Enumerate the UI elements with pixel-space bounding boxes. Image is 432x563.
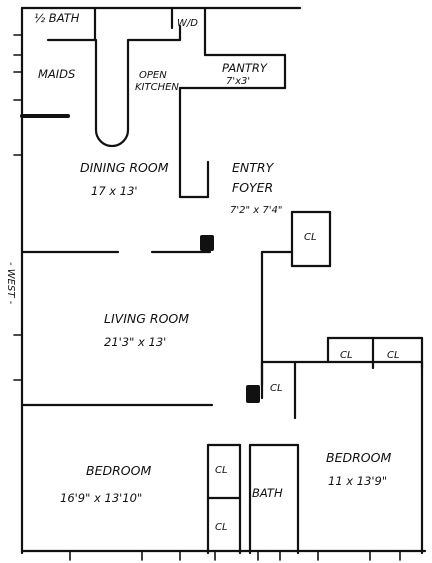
- kitchen-counter: [94, 24, 182, 148]
- entry-size: 7'2" x 7'4": [230, 205, 282, 216]
- half-bath-walls: [46, 6, 97, 42]
- pantry-walls: [178, 53, 287, 90]
- bedroom-right-size: 11 x 13'9": [328, 474, 387, 488]
- dark-marks: [200, 235, 260, 403]
- west-tick-marks: [13, 34, 23, 381]
- pantry-size: 7'x3': [226, 76, 250, 87]
- bedroom-right-label: BEDROOM: [326, 450, 391, 465]
- bedroom-closet-2-label: CL: [215, 522, 228, 533]
- entry-closet-label: CL: [304, 232, 317, 243]
- room-labels: ½ BATH W/D MAIDS OPEN KITCHEN PANTRY 7'x…: [34, 11, 400, 533]
- bedroom-left-size: 16'9" x 13'10": [60, 491, 142, 505]
- living-room-size: 21'3" x 13': [104, 335, 166, 349]
- entry-label-1: ENTRY: [232, 160, 275, 175]
- pantry-label: PANTRY: [222, 61, 268, 75]
- right-closet-2-label: CL: [387, 350, 400, 361]
- entry-label-2: FOYER: [232, 180, 273, 195]
- entry-closet-walls: [290, 210, 332, 268]
- open-kitchen-label-1: OPEN: [139, 70, 167, 81]
- west-edge-label: - WEST -: [5, 262, 16, 305]
- dining-room-label: DINING ROOM: [80, 160, 169, 175]
- wd-label: W/D: [177, 18, 198, 29]
- entry-counter: [178, 86, 210, 199]
- living-room-label: LIVING ROOM: [104, 311, 189, 326]
- south-tick-marks: [69, 550, 401, 561]
- bath-walls: [206, 443, 300, 555]
- bath-label: BATH: [252, 486, 283, 500]
- hall-closet-label: CL: [270, 383, 283, 394]
- half-bath-label: ½ BATH: [34, 11, 80, 25]
- bedroom-left-label: BEDROOM: [86, 463, 151, 478]
- right-closets-walls: [260, 336, 424, 370]
- open-kitchen-label-2: KITCHEN: [135, 82, 179, 93]
- outer-walls: [20, 6, 427, 555]
- dining-room-size: 17 x 13': [91, 184, 138, 198]
- right-closet-1-label: CL: [340, 350, 353, 361]
- bedroom-closet-1-label: CL: [215, 465, 228, 476]
- wd-closet-walls: [170, 6, 207, 57]
- maids-label: MAIDS: [38, 67, 75, 81]
- hall-closet-walls: [260, 360, 297, 420]
